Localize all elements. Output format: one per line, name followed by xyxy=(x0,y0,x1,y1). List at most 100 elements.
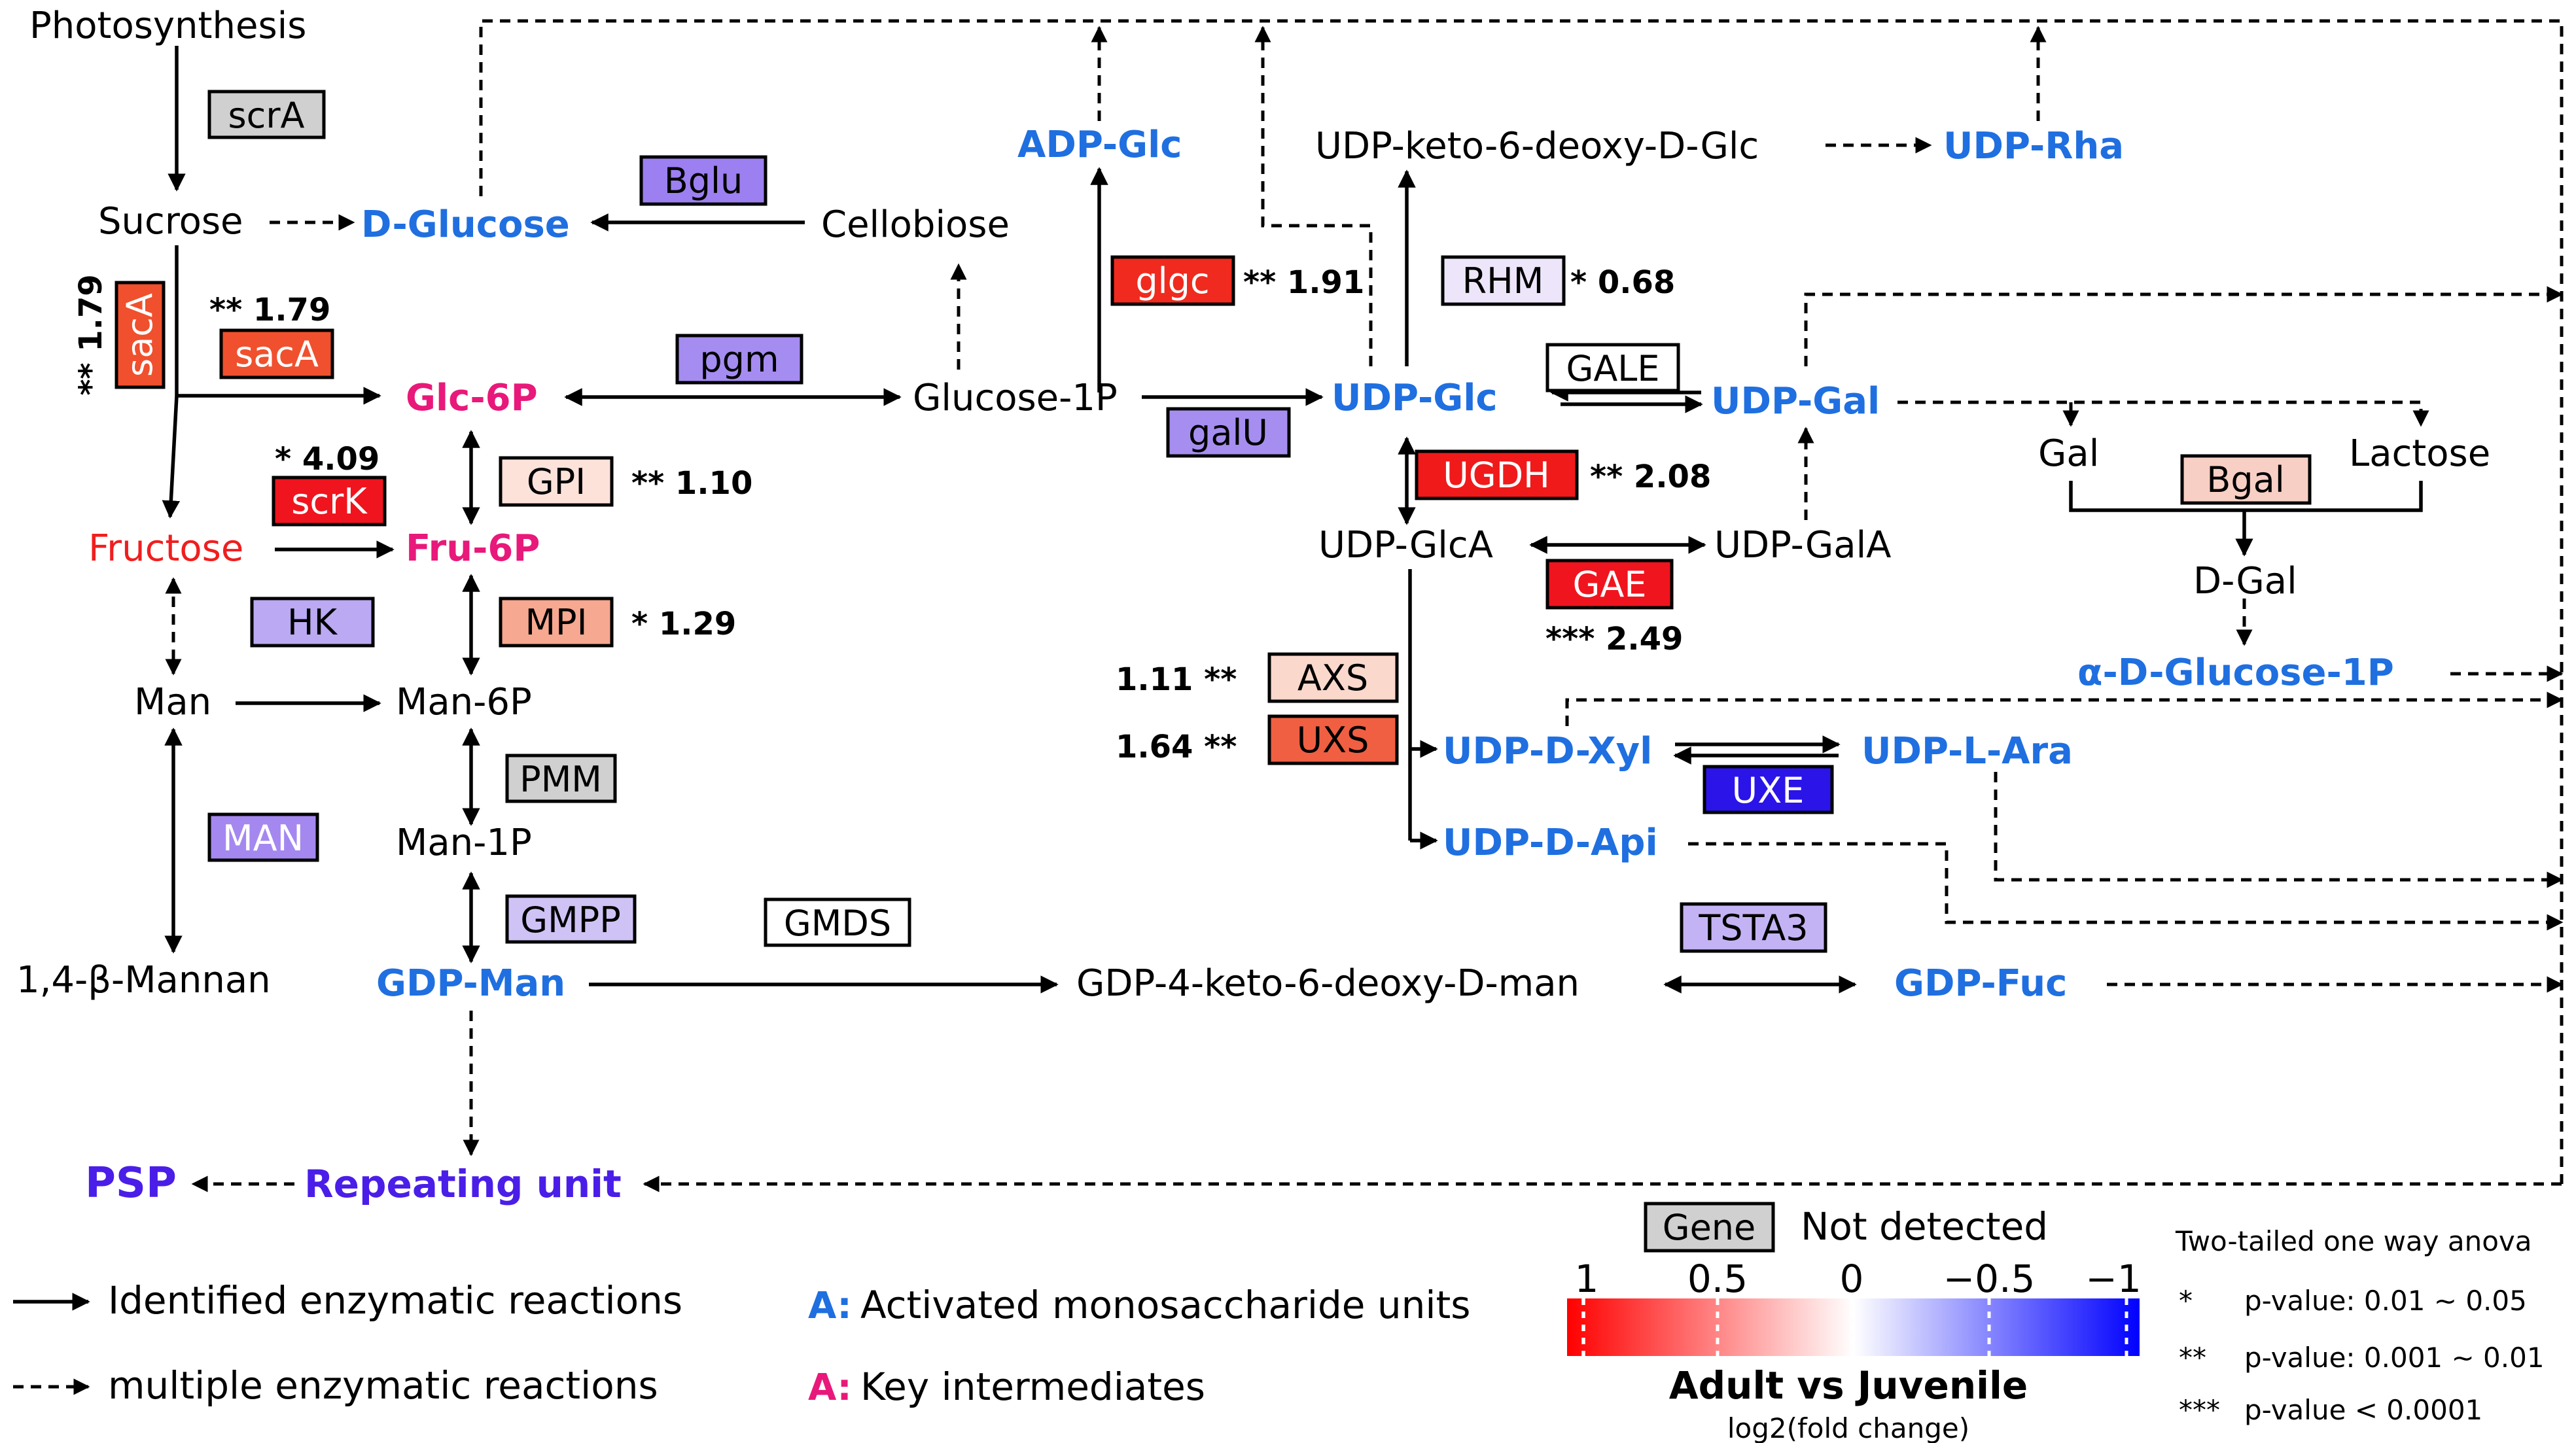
enzyme-label-uxe: UXE xyxy=(1732,770,1805,811)
enzyme-box-bglu xyxy=(639,155,768,206)
enzyme-label-sacA-vertical: sacA xyxy=(119,293,160,377)
lactose-label: Lactose xyxy=(2349,432,2490,475)
enzyme-box-gale xyxy=(1545,343,1680,392)
man-6p-label: Man-6P xyxy=(396,681,532,723)
stat-ugdh: ** 2.08 xyxy=(1590,459,1711,495)
gdp-man-label: GDP-Man xyxy=(376,962,565,1005)
glucose-1p-label: Glucose-1P xyxy=(913,377,1118,419)
enzyme-label-pmm: PMM xyxy=(520,759,602,800)
cellobiose-label: Cellobiose xyxy=(821,203,1010,246)
colorbar-tick-0: 0 xyxy=(1840,1257,1864,1301)
gdp-keto-label: GDP-4-keto-6-deoxy-D-man xyxy=(1076,962,1579,1005)
enzyme-label-pgm: pgm xyxy=(699,339,779,380)
colorbar-subtitle: log2(fold change) xyxy=(1727,1412,1969,1443)
stat-glgc: ** 1.91 xyxy=(1243,264,1364,301)
alpha-glucose-1p-label: α-D-Glucose-1P xyxy=(2077,652,2394,694)
stat-gpi: ** 1.10 xyxy=(631,465,752,502)
fru-6p-label: Fru-6P xyxy=(406,527,540,570)
enzyme-box-hk xyxy=(250,597,375,648)
colorbar-tick-1: 1 xyxy=(1575,1257,1599,1301)
photosynthesis-label: Photosynthesis xyxy=(29,5,306,47)
enzyme-box-gmpp xyxy=(505,894,637,944)
legend-key: Key intermediates xyxy=(860,1365,1205,1409)
enzyme-label-gae: GAE xyxy=(1573,564,1647,605)
stat-rhm: * 0.68 xyxy=(1570,264,1675,301)
stat-scrk: * 4.09 xyxy=(275,441,379,478)
stat-axs: 1.11 ** xyxy=(1116,661,1237,698)
enzyme-label-galu: galU xyxy=(1188,412,1268,453)
sucrose-label: Sucrose xyxy=(98,200,243,243)
colorbar-tick-neg-1: −1 xyxy=(2085,1257,2142,1301)
enzyme-box-tsta3 xyxy=(1680,902,1827,953)
legend-not-detected: Not detected xyxy=(1801,1204,2048,1249)
enzyme-box-pmm xyxy=(505,754,617,803)
p1-label: p-value: 0.01 ~ 0.05 xyxy=(2244,1285,2527,1317)
legend: Identified enzymatic reactions multiple … xyxy=(108,1202,2545,1443)
udp-glca-label: UDP-GlcA xyxy=(1318,524,1493,566)
enzyme-label-bgal: Bgal xyxy=(2206,459,2284,500)
edges xyxy=(13,19,2564,1395)
legend-gene-label: Gene xyxy=(1663,1207,1756,1248)
colorbar-title: Adult vs Juvenile xyxy=(1669,1363,2028,1408)
enzyme-label-gmpp: GMPP xyxy=(520,899,621,941)
enzyme-box-uxs xyxy=(1267,714,1399,765)
udp-d-xyl-label: UDP-D-Xyl xyxy=(1443,730,1652,773)
p1-stars: * xyxy=(2179,1285,2193,1317)
enzyme-box-bgal xyxy=(2180,454,2312,505)
colorbar-tick-0-5: 0.5 xyxy=(1687,1257,1748,1301)
enzyme-box-rhm xyxy=(1441,255,1566,306)
legend-multiple-reactions: multiple enzymatic reactions xyxy=(108,1363,658,1408)
enzyme-label-ugdh: UGDH xyxy=(1443,455,1550,496)
stat-mpi: * 1.29 xyxy=(631,606,736,642)
enzyme-label-gmds: GMDS xyxy=(784,903,891,944)
enzyme-label-sacA: sacA xyxy=(235,334,319,375)
enzyme-label-man: MAN xyxy=(222,818,304,859)
legend-identified-reactions: Identified enzymatic reactions xyxy=(108,1278,682,1323)
anova-title: Two-tailed one way anova xyxy=(2175,1225,2532,1257)
enzyme-box-galu xyxy=(1166,407,1291,458)
enzymes: scrA Bglu sacA ** 1.79 sacA ** 1.79 pgm … xyxy=(73,90,2312,953)
enzyme-box-gpi xyxy=(499,456,614,507)
stat-uxs: 1.64 ** xyxy=(1116,729,1237,765)
udp-l-ara-label: UDP-L-Ara xyxy=(1861,730,2073,773)
enzyme-label-axs: AXS xyxy=(1297,657,1368,699)
enzyme-box-pgm xyxy=(675,334,803,385)
enzyme-label-scrk: scrK xyxy=(291,481,368,522)
p3-stars: *** xyxy=(2179,1394,2220,1426)
udp-glc-label: UDP-Glc xyxy=(1332,377,1498,419)
p2-stars: ** xyxy=(2179,1342,2206,1374)
enzyme-box-sacA xyxy=(219,328,334,379)
stat-sacA-vertical: ** 1.79 xyxy=(73,274,109,395)
enzyme-label-scrA: scrA xyxy=(228,95,305,136)
stat-sacA: ** 1.79 xyxy=(209,292,330,328)
udp-gal-label: UDP-Gal xyxy=(1711,380,1880,423)
glc-6p-label: Glc-6P xyxy=(406,377,538,419)
legend-key-prefix: A: xyxy=(808,1366,852,1409)
enzyme-box-gmds xyxy=(764,897,911,947)
gal-label: Gal xyxy=(2038,432,2099,475)
adp-glc-label: ADP-Glc xyxy=(1017,124,1182,166)
udp-keto-label: UDP-keto-6-deoxy-D-Glc xyxy=(1315,125,1759,167)
enzyme-box-ugdh xyxy=(1415,449,1579,500)
enzyme-label-glgc: glgc xyxy=(1135,260,1209,302)
metabolites: Photosynthesis Sucrose D-Glucose Cellobi… xyxy=(16,5,2490,1208)
enzyme-label-gale: GALE xyxy=(1566,348,1660,389)
enzyme-label-gpi: GPI xyxy=(527,461,586,502)
colorbar-tick-neg-0-5: −0.5 xyxy=(1943,1257,2036,1301)
enzyme-label-bglu: Bglu xyxy=(664,160,743,201)
p2-label: p-value: 0.001 ~ 0.01 xyxy=(2244,1342,2545,1374)
d-gal-label: D-Gal xyxy=(2193,560,2297,602)
fructose-label: Fructose xyxy=(88,527,243,570)
enzyme-box-glgc xyxy=(1110,255,1235,306)
psp-label: PSP xyxy=(85,1159,177,1208)
enzyme-box-scrA xyxy=(207,90,326,139)
stat-gae: *** 2.49 xyxy=(1545,621,1683,657)
udp-rha-label: UDP-Rha xyxy=(1943,125,2124,167)
enzyme-label-tsta3: TSTA3 xyxy=(1698,907,1808,948)
udp-gala-label: UDP-GalA xyxy=(1714,524,1891,566)
enzyme-label-mpi: MPI xyxy=(525,602,587,643)
enzyme-label-rhm: RHM xyxy=(1462,260,1544,302)
p3-label: p-value < 0.0001 xyxy=(2244,1394,2482,1426)
enzyme-box-scrk xyxy=(272,476,387,527)
